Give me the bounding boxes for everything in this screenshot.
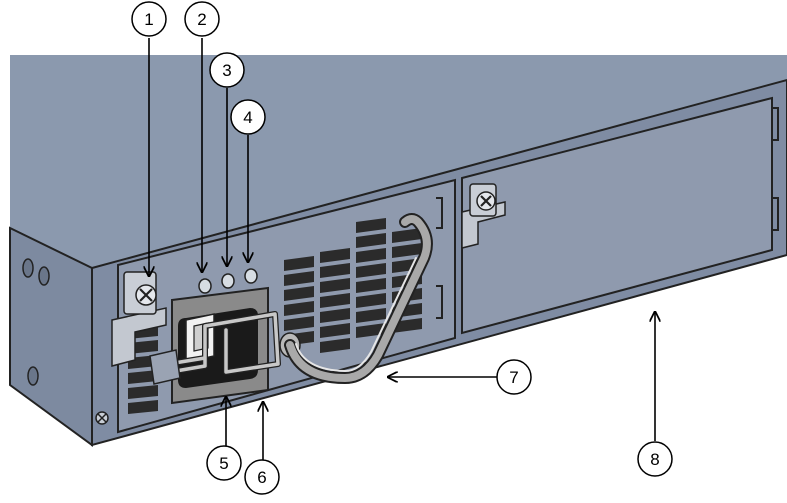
- callout-8: 8: [637, 441, 673, 477]
- slot-cover-notch: [436, 197, 443, 319]
- vent-slot: [356, 233, 386, 248]
- callout-label: 5: [219, 454, 228, 473]
- callout-label: 2: [197, 10, 206, 29]
- led-2: [221, 273, 235, 289]
- vent-slot: [356, 218, 386, 233]
- vent-slot: [284, 271, 314, 286]
- vent-slot: [128, 385, 158, 399]
- vent-slot: [320, 248, 350, 263]
- side-hole: [22, 258, 34, 278]
- vent-slot: [356, 293, 386, 308]
- callout-3: 3: [209, 52, 245, 88]
- vent-slot: [356, 263, 386, 278]
- callout-label: 4: [243, 108, 252, 127]
- vent-slot: [284, 301, 314, 316]
- vent-slot: [320, 308, 350, 323]
- led-1: [198, 278, 212, 294]
- callout-4: 4: [230, 99, 266, 135]
- side-hole: [38, 266, 50, 286]
- vent-slot: [392, 243, 422, 258]
- callout-2: 2: [184, 1, 220, 37]
- vent-slot: [128, 370, 158, 384]
- blank-slot-cover: [461, 96, 773, 335]
- callout-1: 1: [131, 1, 167, 37]
- retainer-pin: [149, 349, 181, 385]
- psu-bracket: [111, 307, 167, 367]
- vent-slot: [320, 323, 350, 338]
- callout-label: 1: [144, 10, 153, 29]
- vent-slot: [320, 293, 350, 308]
- vent-slot: [284, 256, 314, 271]
- callout-label: 8: [650, 450, 659, 469]
- slot-cover-notch: [772, 107, 779, 231]
- callout-5: 5: [206, 445, 242, 481]
- vent-slot: [356, 248, 386, 263]
- side-hole: [27, 366, 39, 386]
- vent-slot: [284, 286, 314, 301]
- callout-6: 6: [244, 459, 280, 495]
- callout-label: 7: [509, 368, 518, 387]
- callout-label: 6: [257, 468, 266, 487]
- callout-7: 7: [496, 359, 532, 395]
- chassis-top: [10, 55, 787, 268]
- callout-label: 3: [222, 61, 231, 80]
- led-3: [244, 268, 258, 284]
- vent-slot: [356, 308, 386, 323]
- vent-slot: [320, 263, 350, 278]
- vent-slot: [320, 338, 350, 353]
- vent-slot: [284, 316, 314, 331]
- vent-slot: [128, 400, 158, 414]
- vent-slot: [320, 278, 350, 293]
- vent-slot: [392, 228, 422, 243]
- vent-slot: [356, 278, 386, 293]
